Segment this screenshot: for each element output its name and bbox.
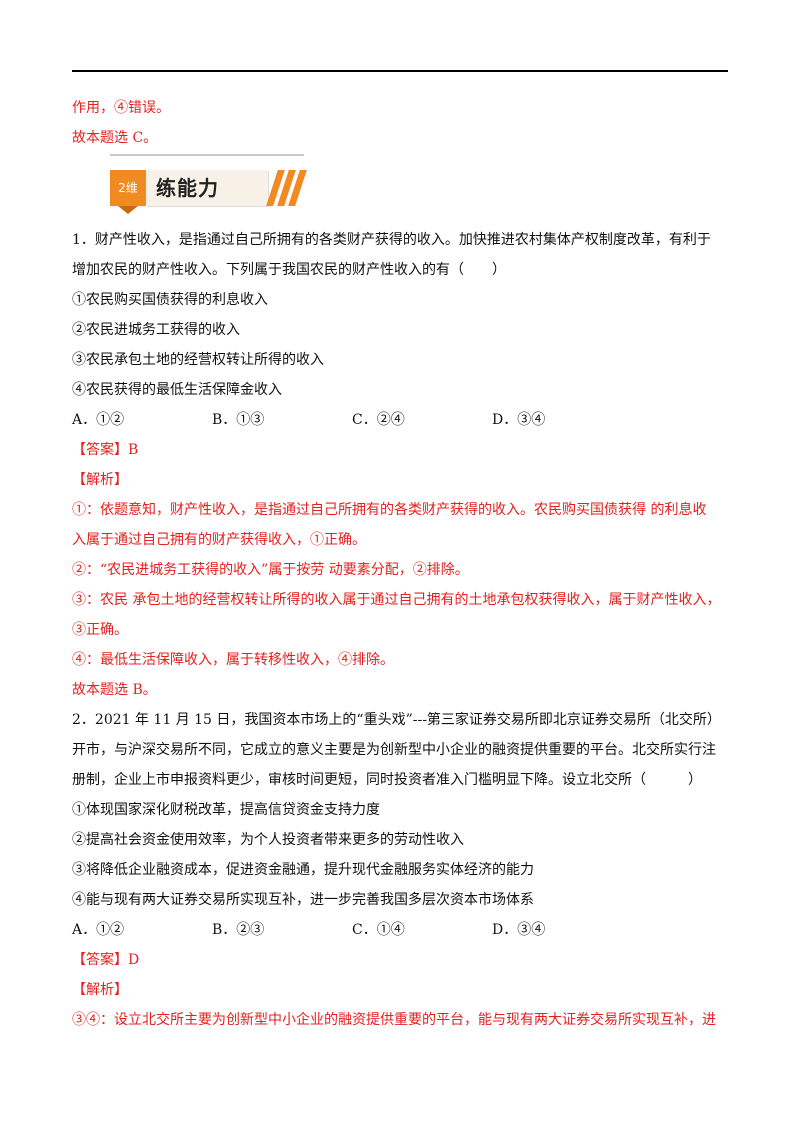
- q2-option-b: B．②③: [212, 922, 265, 938]
- q2-analysis-label: 【解析】: [72, 982, 128, 998]
- q2-analysis-line: ③④：设立北交所主要为创新型中小企业的融资提供重要的平台，能与现有两大证券交易所…: [72, 1012, 716, 1028]
- q1-statement: ④农民获得的最低生活保障金收入: [72, 382, 282, 398]
- q1-statement: ②农民进城务工获得的收入: [72, 322, 240, 338]
- q2-stem: 开市，与沪深交易所不同，它成立的意义主要是为创新型中小企业的融资提供重要的平台。…: [72, 742, 716, 758]
- section-banner: 2维 练能力: [110, 152, 310, 214]
- header-rule: [72, 70, 728, 72]
- q1-conclusion: 故本题选 B。: [72, 682, 157, 698]
- q1-answer: 【答案】B: [72, 442, 139, 458]
- q1-options: A．①② B．①③ C．②④ D．③④: [72, 410, 632, 430]
- q1-statement: ①农民购买国债获得的利息收入: [72, 292, 268, 308]
- q1-stem: 1．财产性收入，是指通过自己所拥有的各类财产获得的收入。加快推进农村集体产权制度…: [72, 232, 711, 248]
- q1-analysis-label: 【解析】: [72, 472, 128, 488]
- q2-answer: 【答案】D: [72, 952, 140, 968]
- q2-statement: ②提高社会资金使用效率，为个人投资者带来更多的劳动性收入: [72, 832, 464, 848]
- q1-analysis-line: ③正确。: [72, 622, 128, 638]
- section-title: 练能力: [156, 176, 219, 200]
- q1-analysis-line: ③：农民 承包土地的经营权转让所得的收入属于通过自己拥有的土地承包权获得收入，属…: [72, 592, 721, 608]
- q2-statement: ①体现国家深化财税改革，提高信贷资金支持力度: [72, 802, 380, 818]
- prev-conclusion: 故本题选 C。: [72, 130, 158, 146]
- q1-option-c: C．②④: [352, 412, 405, 428]
- q1-analysis-line: ④：最低生活保障收入，属于转移性收入，④排除。: [72, 652, 394, 668]
- q1-analysis-line: ②：“农民进城务工获得的收入”属于按劳 动要素分配，②排除。: [72, 562, 469, 578]
- q1-analysis-line: 入属于通过自己拥有的财产获得收入，①正确。: [72, 532, 366, 548]
- q2-option-d: D．③④: [492, 922, 546, 938]
- q2-option-a: A．①②: [72, 922, 125, 938]
- q2-option-c: C．①④: [352, 922, 405, 938]
- q1-stem: 增加农民的财产性收入。下列属于我国农民的财产性收入的有（ ）: [72, 262, 506, 278]
- q2-statement: ③将降低企业融资成本，促进资金融通，提升现代金融服务实体经济的能力: [72, 862, 534, 878]
- section-badge: 2维: [110, 170, 146, 206]
- badge-ribbon-icon: [118, 206, 138, 214]
- q1-statement: ③农民承包土地的经营权转让所得的收入: [72, 352, 324, 368]
- prev-analysis-line: 作用，④错误。: [72, 100, 170, 116]
- q1-option-d: D．③④: [492, 412, 546, 428]
- q1-analysis-line: ①：依题意知，财产性收入，是指通过自己所拥有的各类财产获得的收入。农民购买国债获…: [72, 502, 707, 518]
- q2-stem: 册制，企业上市申报资料更少，审核时间更短，同时投资者准入门槛明显下降。设立北交所…: [72, 772, 702, 788]
- q1-option-a: A．①②: [72, 412, 125, 428]
- q1-option-b: B．①③: [212, 412, 265, 428]
- q2-stem: 2．2021 年 11 月 15 日，我国资本市场上的“重头戏”---第三家证券…: [72, 712, 721, 728]
- banner-rule: [110, 154, 304, 156]
- q2-statement: ④能与现有两大证券交易所实现互补，进一步完善我国多层次资本市场体系: [72, 892, 534, 908]
- q2-options: A．①② B．②③ C．①④ D．③④: [72, 920, 632, 940]
- section-title-box: 练能力: [146, 170, 268, 206]
